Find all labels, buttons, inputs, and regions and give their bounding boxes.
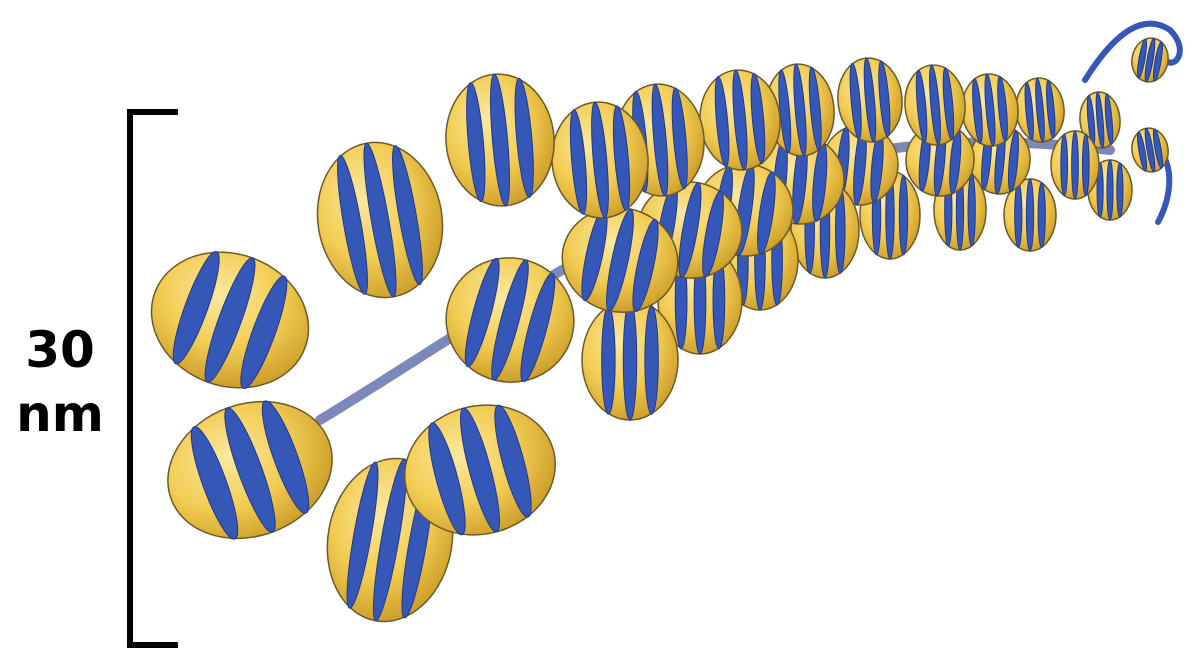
nucleosome-28 <box>440 70 559 211</box>
nucleosome-25 <box>582 300 678 420</box>
nucleosome-6 <box>1013 76 1066 144</box>
nucleosome-32 <box>148 379 351 560</box>
nucleosome-30 <box>305 132 454 307</box>
nucleosome-5 <box>1051 131 1099 199</box>
nucleosome-31 <box>132 231 327 410</box>
nucleosome-4 <box>1128 35 1171 85</box>
